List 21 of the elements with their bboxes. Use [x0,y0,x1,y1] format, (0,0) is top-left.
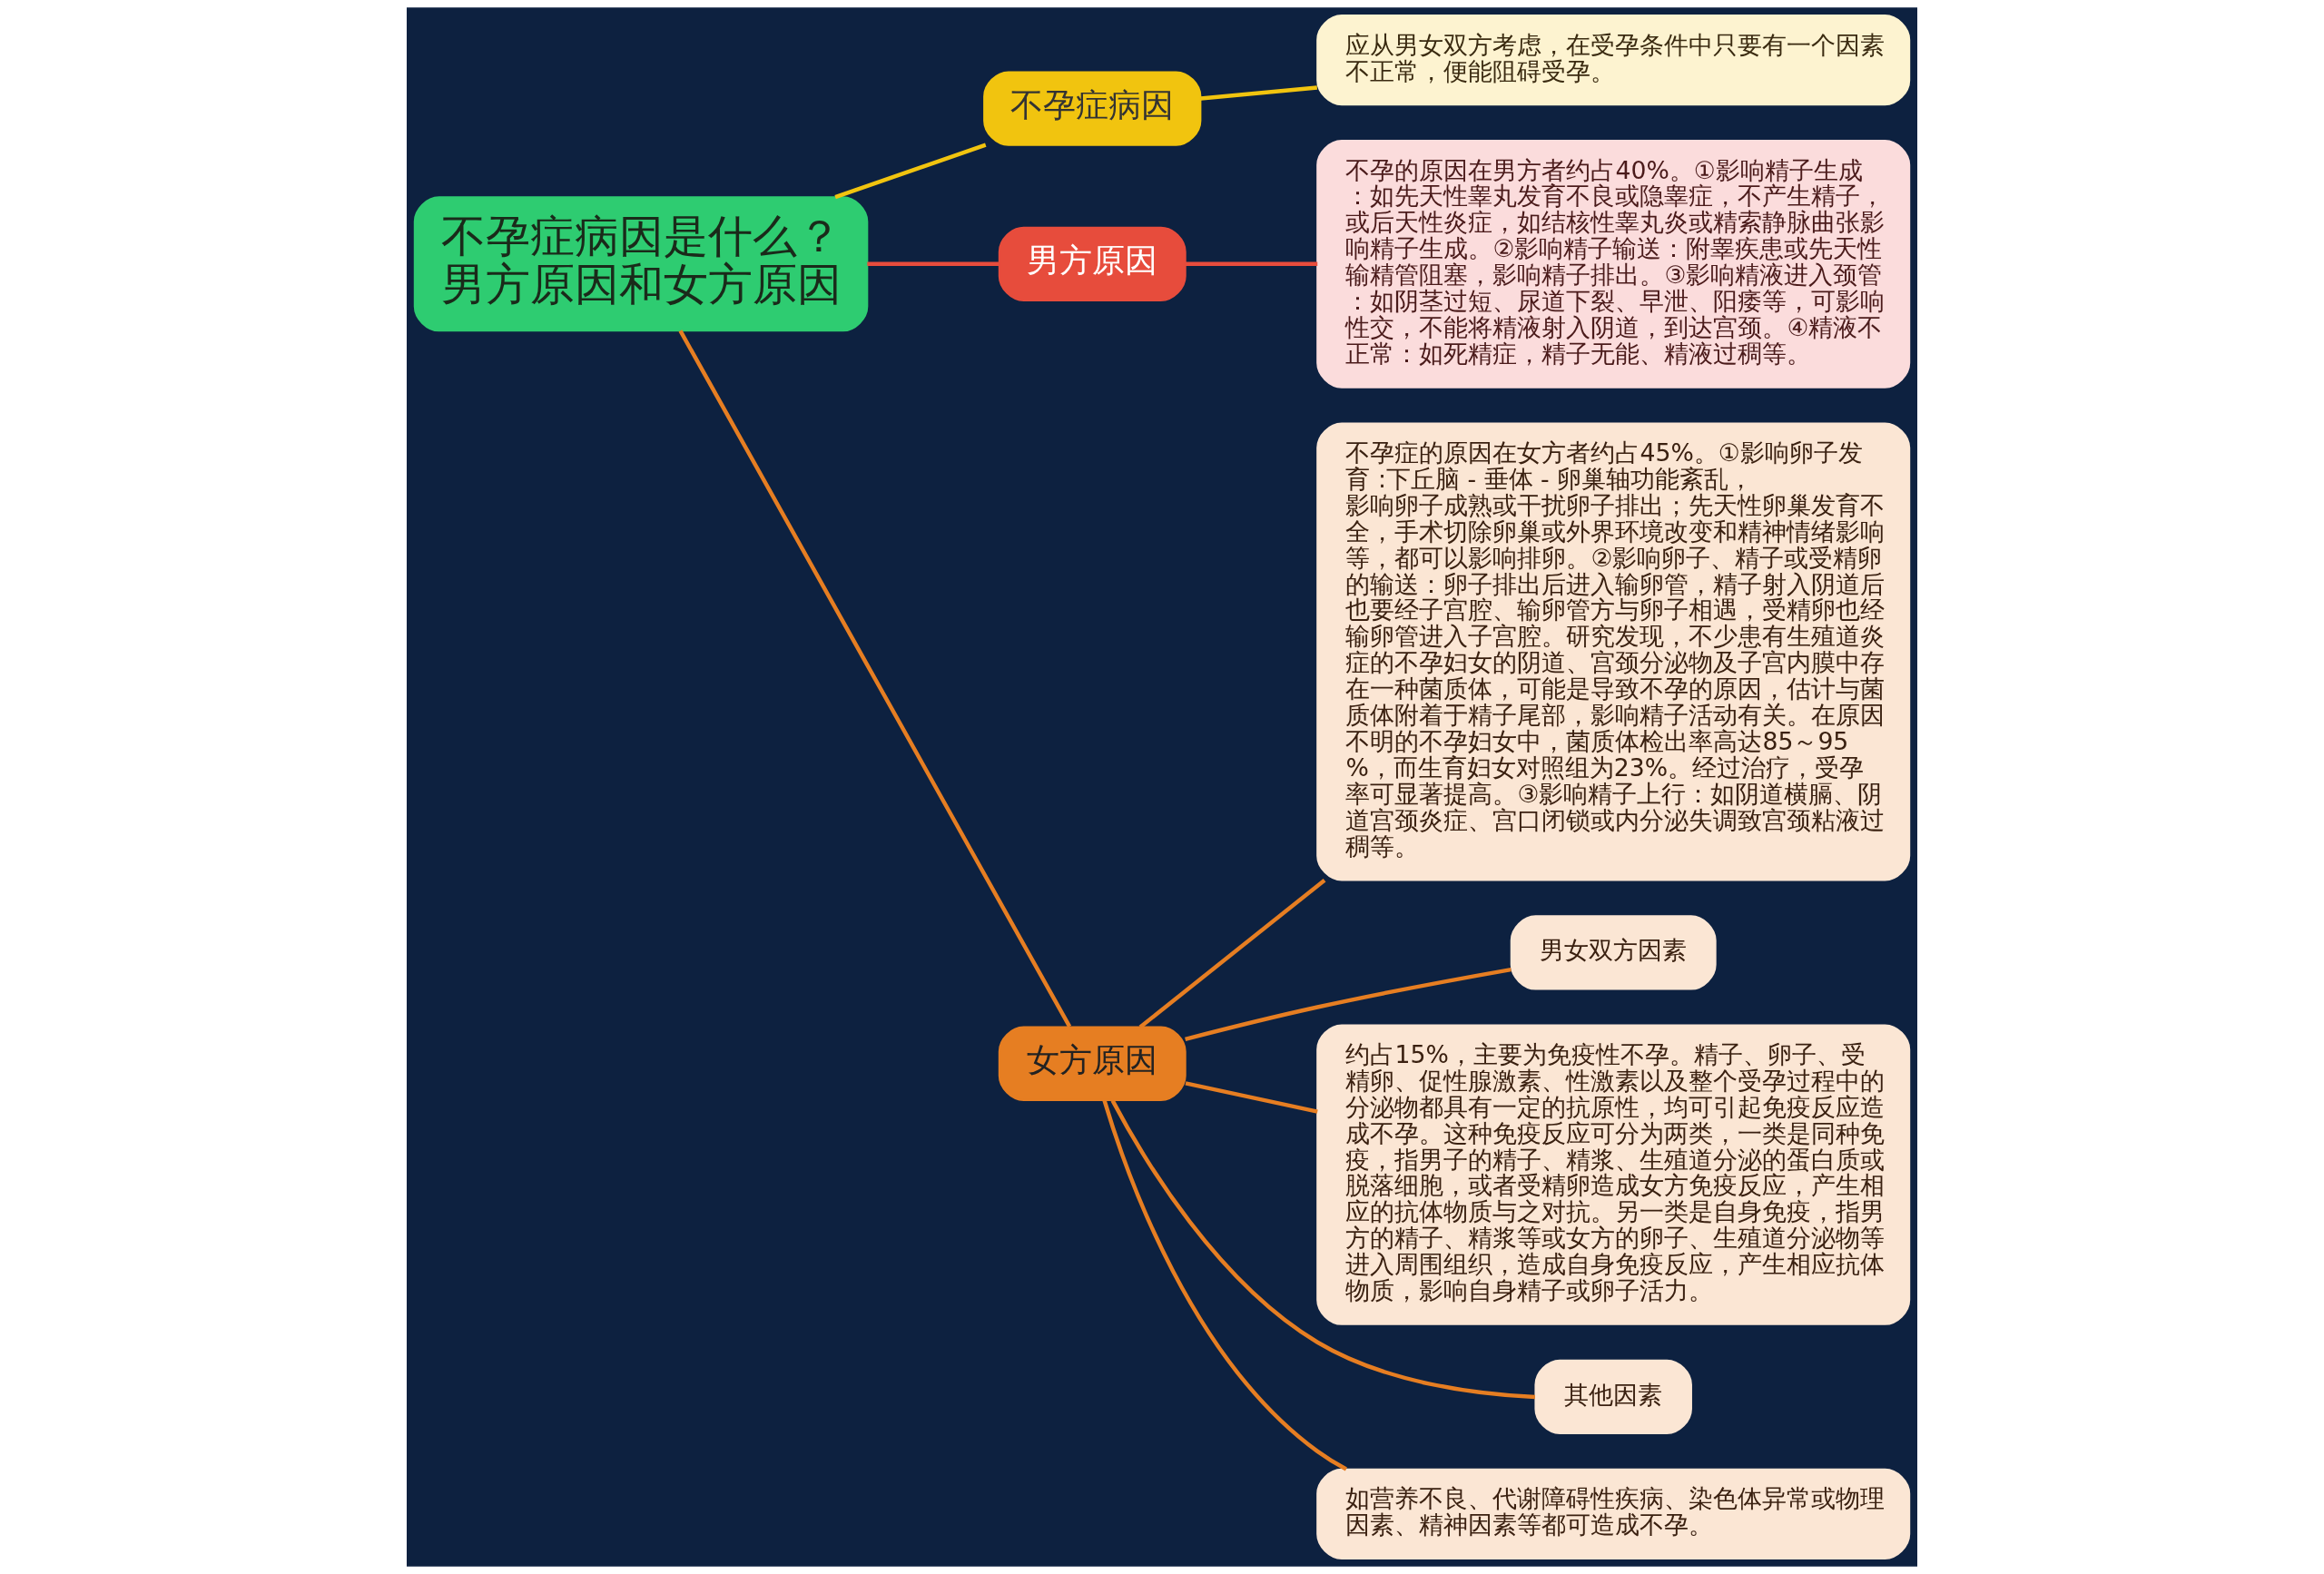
node-box: 不孕症病因是什么？男方原因和女方原因 [413,196,869,332]
node-box: 不孕症的原因在女方者约占45%。①影响卵子发育 :下丘脑 - 垂体 - 卵巢轴功能紊乱，影响卵子成熟或干扰卵子排出；先天性卵巢发育不全，手术切除卵巢或外界环境改变和精神情绪影响等，都可以影响排卵。②影响卵子、精子或受精卵的输送：卵子排出后进入输卵管，精子射入阴道后也要经子宫腔、输卵管方与卵子相遇，受精卵也经输卵管进入子宫腔。研究发现，不少患有生殖道炎症的不孕妇女的阴道、宫颈分泌物及子宫内膜中存在一种菌质体，可能是导致不孕的原因，估计与菌质体附着于精子尾部，影响精子活动有关。在原因不明的不孕妇女中，菌质体检出率高达85～95%，而生育妇女对照组为23%。经过治疗，受孕率可显著提高。③影响精子上行：如阴道横膈、阴道宫颈炎症、宫口闭锁或内分泌失调致宫颈粘液过稠等。 [1316,422,1911,881]
connector [1138,878,1326,1029]
node-box: 应从男女双方考虑，在受孕条件中只要有一个因素不正常，便能阻碍受孕。 [1316,15,1911,106]
node-box: 其他因素 [1534,1359,1692,1434]
connector [1186,261,1318,267]
node-box: 男女双方因素 [1510,915,1717,990]
connector [834,143,987,200]
connector [1200,85,1318,101]
node-box: 约占15%，主要为免疫性不孕。精子、卵子、受精卵、促性腺激素、性激素以及整个受孕过程中的分泌物都具有一定的抗原性，均可引起免疫反应造成不孕。这种免疫反应可分为两类，一类是同种免疫，指男子的精子、精浆、生殖道分泌的蛋白质或脱落细胞，或者受精卵造成女方免疫反应，产生相应的抗体物质与之对抗。另一类是自身免疫，指男方的精子、精浆等或女方的卵子、生殖道分泌物等进入周围组织，造成自身免疫反应，产生相应抗体物质，影响自身精子或卵子活力。 [1316,1024,1911,1325]
node-box: 女方原因 [998,1026,1187,1101]
connector [1110,1099,1536,1400]
node-box: 不孕的原因在男方者约占40%。①影响精子生成：如先天性睾丸发育不良或隐睾症，不产生精子，或后天性炎症，如结核性睾丸炎或精索静脉曲张影响精子生成。②影响精子输送：附睾疾患或先天性输精管阻塞，影响精子排出。③影响精液进入颈管：如阴茎过短、尿道下裂、早泄、阳痿等，可影响性交，不能将精液射入阴道，到达宫颈。④精液不正常：如死精症，精子无能、精液过稠等。 [1316,140,1911,389]
node-box: 不孕症病因 [983,71,1202,146]
connector [1185,967,1512,1041]
connector [1102,1099,1347,1471]
node-box: 如营养不良、代谢障碍性疾病、染色体异常或物理因素、精神因素等都可造成不孕。 [1316,1468,1911,1559]
node-box: 男方原因 [998,226,1187,301]
connector [867,261,1000,267]
connector [678,330,1072,1028]
connector [1185,1081,1318,1114]
